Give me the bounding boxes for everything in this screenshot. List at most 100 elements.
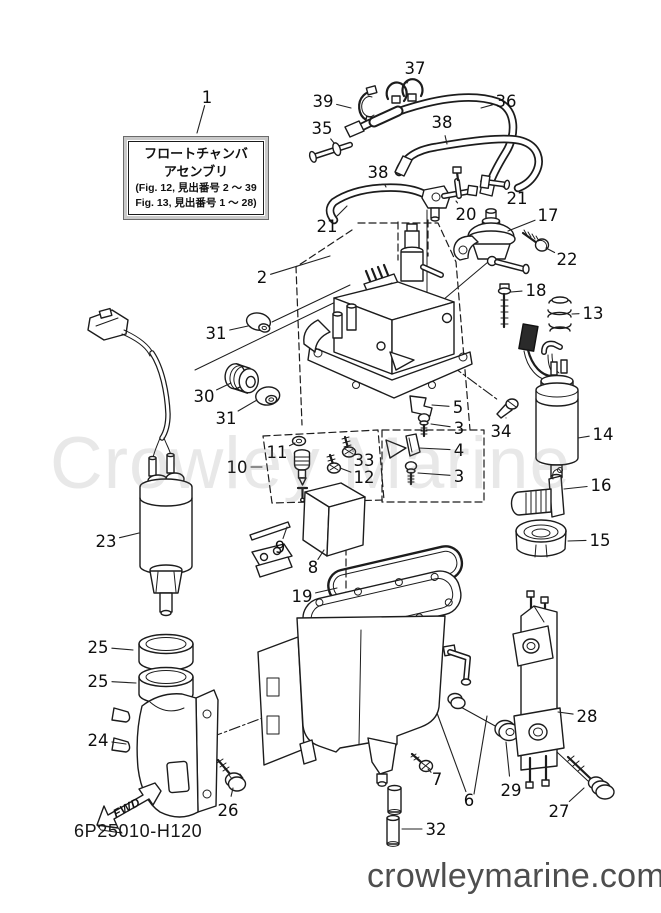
leader-line-39 <box>336 103 352 109</box>
leader-line-38 <box>384 183 387 188</box>
clip-5 <box>409 395 433 417</box>
screw-7 <box>410 752 434 773</box>
callout-18: 18 <box>526 281 547 300</box>
callout-39: 39 <box>313 92 334 111</box>
leader-line-17 <box>507 219 536 232</box>
callout-25: 25 <box>88 638 109 657</box>
leader-line-27 <box>568 787 585 803</box>
screw-12 <box>326 453 342 474</box>
damper-rings-25 <box>138 633 194 705</box>
callout-38: 38 <box>432 113 453 132</box>
callout-36: 36 <box>496 92 517 111</box>
fuel-filter-16 <box>510 467 565 518</box>
callout-23: 23 <box>96 532 117 551</box>
bolt-18 <box>497 283 512 329</box>
screw-3-upper <box>417 413 431 438</box>
vapor-separator-cover-assembly-2 <box>303 209 473 399</box>
leader-line-29 <box>505 741 511 777</box>
wire-lead-clip <box>518 323 554 381</box>
fwd-label: FWD <box>111 795 143 821</box>
leader-line-36 <box>480 104 494 109</box>
callout-30: 30 <box>194 387 215 406</box>
float-chamber-note-box: フロートチャンバ アセンブリ (Fig. 12, 見出番号 2 ～ 39 Fig… <box>123 136 269 220</box>
fuel-hose-38-lower <box>325 183 451 225</box>
callout-31: 31 <box>216 409 237 428</box>
leader-line-35 <box>330 138 335 144</box>
screw-22 <box>521 229 550 252</box>
callout-38: 38 <box>368 163 389 182</box>
needle-valve-set-10 <box>291 435 311 503</box>
leader-line-21 <box>501 185 507 190</box>
callout-3: 3 <box>454 467 465 486</box>
callout-19: 19 <box>292 587 313 606</box>
leader-line-4 <box>418 447 451 451</box>
leader-line-25 <box>111 681 137 684</box>
leader-line-31 <box>229 325 249 331</box>
callout-6: 6 <box>464 791 475 810</box>
leader-line-1 <box>196 105 206 134</box>
pressure-regulator-17 <box>453 208 530 275</box>
joint-35 <box>308 141 354 163</box>
leader-line-16 <box>563 485 588 490</box>
leader-line-8 <box>317 549 325 560</box>
callout-14: 14 <box>593 425 614 444</box>
plate-4 <box>385 433 421 459</box>
leader-line-18 <box>510 290 523 293</box>
callout-20: 20 <box>456 205 477 224</box>
fuel-pump-14 <box>535 340 579 481</box>
grommet-31-upper <box>245 312 272 333</box>
leader-line-20 <box>455 200 459 204</box>
callout-12: 12 <box>354 468 375 487</box>
leader-line-6 <box>436 712 467 793</box>
leader-line-11 <box>288 442 296 447</box>
leader-line-26 <box>230 787 234 797</box>
callout-5: 5 <box>453 398 464 417</box>
grommet-31-lower <box>255 386 281 406</box>
callout-13: 13 <box>583 304 604 323</box>
callout-24: 24 <box>88 731 109 750</box>
callout-29: 29 <box>501 781 522 800</box>
callout-22: 22 <box>557 250 578 269</box>
leader-line-30 <box>216 382 232 391</box>
leader-line-31 <box>237 399 258 412</box>
callout-25: 25 <box>88 672 109 691</box>
callout-32: 32 <box>426 820 447 839</box>
callout-9: 9 <box>275 538 286 557</box>
pump-bracket-24 <box>111 689 219 818</box>
dashed-box-screw-set <box>381 429 485 503</box>
leader-line-19 <box>315 587 338 594</box>
bolt-26 <box>216 758 247 792</box>
callout-31: 31 <box>206 324 227 343</box>
callout-7: 7 <box>432 770 443 789</box>
leader-line-21 <box>336 205 348 217</box>
callout-21: 21 <box>507 189 528 208</box>
bolt-27 <box>566 755 615 800</box>
leader-line-28 <box>557 711 574 715</box>
fuel-hose-38-upper <box>394 134 543 193</box>
note-line-3: (Fig. 12, 見出番号 2 ～ 39 <box>135 182 257 195</box>
mount-bracket-28 <box>512 590 565 789</box>
callout-2: 2 <box>257 268 268 287</box>
leader-line-5 <box>431 404 450 407</box>
callout-1: 1 <box>202 88 213 107</box>
site-name: crowleymarine.com <box>367 857 661 895</box>
callout-37: 37 <box>405 59 426 78</box>
leader-line-15 <box>567 539 587 542</box>
extra-leader-line-0 <box>473 715 488 795</box>
damper-holder-15 <box>515 519 567 558</box>
callout-34: 34 <box>491 422 512 441</box>
fuel-tank-body-6 <box>257 615 472 787</box>
callout-17: 17 <box>538 206 559 225</box>
leader-line-25 <box>111 647 134 651</box>
screw-33 <box>341 435 357 458</box>
callout-27: 27 <box>549 802 570 821</box>
float-hinge <box>251 543 293 578</box>
callout-15: 15 <box>590 531 611 550</box>
leader-line-7 <box>427 768 432 773</box>
leader-line-37 <box>406 79 409 84</box>
grommet-30 <box>224 363 259 394</box>
screw-3-lower <box>404 461 418 486</box>
leader-line-9 <box>282 526 288 540</box>
